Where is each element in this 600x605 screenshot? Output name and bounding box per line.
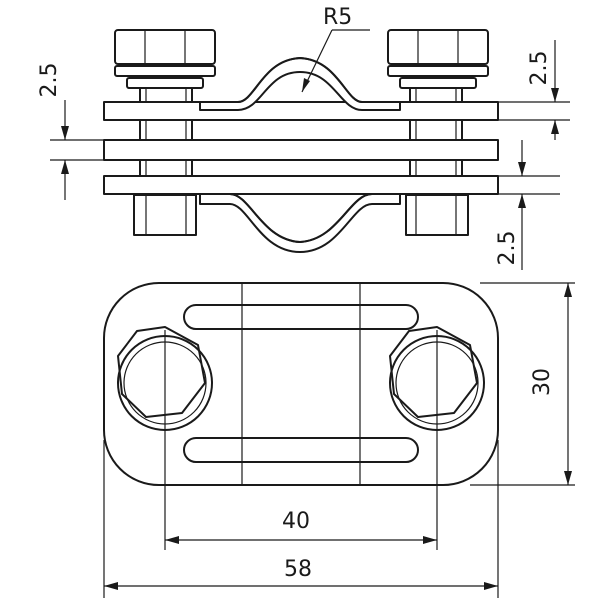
bottom-thickness-label: 2.5: [495, 231, 520, 266]
left-bottom-nut: [133, 194, 197, 236]
upper-slot: [183, 304, 419, 330]
left-gap-dim: [50, 100, 104, 200]
side-view: R5 2.5 2.5 2.5: [37, 5, 570, 270]
height-dim: [470, 282, 575, 486]
bottom-right-thickness-dim: [498, 140, 560, 270]
hole-spacing-dim: [165, 536, 437, 544]
right-hex-head: [387, 29, 489, 65]
top-clamp-plate: [103, 57, 499, 121]
top-thickness-label: 2.5: [527, 51, 552, 86]
overall-length-dim: [103, 440, 499, 598]
middle-plate: [103, 139, 499, 161]
bottom-clamp-plate: [103, 175, 499, 253]
right-washer: [387, 65, 489, 89]
right-bottom-nut: [405, 194, 469, 236]
overall-length-label: 58: [284, 557, 312, 582]
left-gap-label: 2.5: [37, 63, 62, 98]
plate-outline: [103, 282, 499, 486]
plan-view: 30 40 58: [103, 282, 575, 598]
left-washer: [114, 65, 216, 89]
hole-spacing-label: 40: [282, 509, 310, 534]
radius-leader: [301, 29, 370, 93]
radius-label: R5: [323, 5, 352, 30]
height-label: 30: [530, 368, 555, 396]
left-hex-head: [114, 29, 216, 65]
lower-slot: [183, 437, 419, 463]
top-right-thickness-dim: [498, 40, 570, 140]
